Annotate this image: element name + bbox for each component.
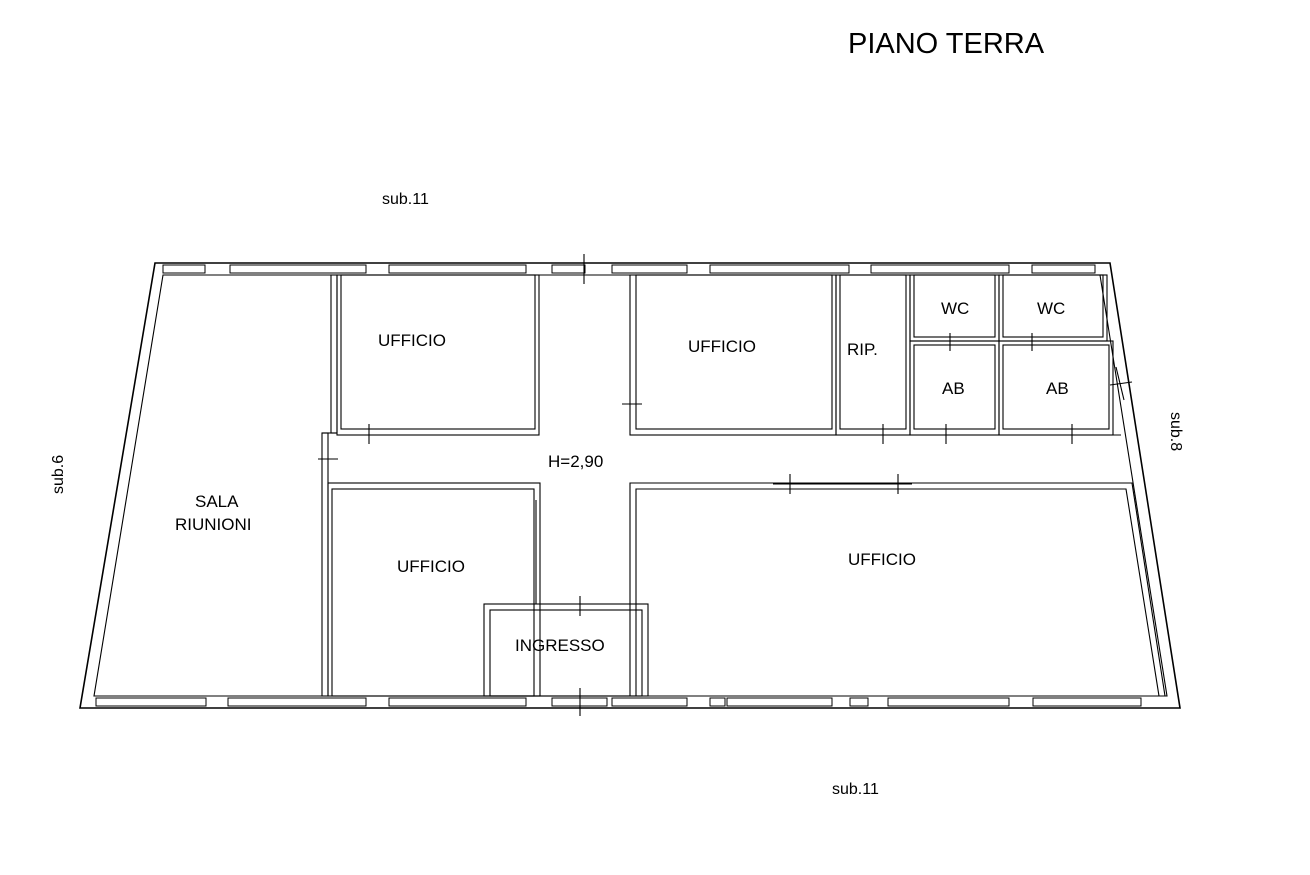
room-ingresso: INGRESSO: [515, 636, 605, 655]
room-wc-2: WC: [1037, 299, 1065, 318]
neighbour-right-label: sub.8: [1167, 412, 1184, 451]
plan-title: PIANO TERRA: [848, 28, 1045, 60]
top-windows: [162, 264, 1096, 274]
room-ufficio-top-right: UFFICIO: [688, 337, 756, 356]
door-marks: [318, 254, 1133, 716]
height-note: H=2,90: [548, 452, 603, 471]
neighbour-left-label: sub.6: [50, 455, 67, 494]
room-sala-riunioni-line1: SALA: [195, 492, 239, 511]
room-ab-1: AB: [942, 379, 965, 398]
neighbour-bottom-label: sub.11: [832, 781, 879, 798]
bottom-windows: [95, 697, 1142, 707]
interior-walls: [321, 274, 1166, 697]
room-ufficio-top-left: UFFICIO: [378, 331, 446, 350]
room-ufficio-bottom-right: UFFICIO: [848, 550, 916, 569]
neighbour-top-label: sub.11: [382, 191, 429, 208]
room-ripostiglio: RIP.: [847, 340, 878, 359]
room-ab-2: AB: [1046, 379, 1069, 398]
room-wc-1: WC: [941, 299, 969, 318]
room-sala-riunioni-line2: RIUNIONI: [175, 515, 252, 534]
room-ufficio-bottom-left: UFFICIO: [397, 557, 465, 576]
